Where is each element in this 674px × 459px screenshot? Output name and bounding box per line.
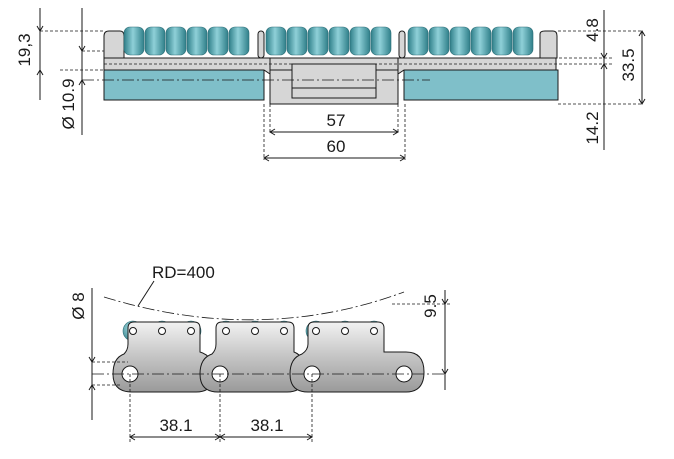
roller	[307, 26, 329, 56]
right-tab	[539, 30, 558, 59]
roller	[186, 26, 208, 56]
pitch-right-label: 38.1	[250, 416, 283, 435]
roller	[123, 26, 145, 56]
fin-left	[257, 30, 265, 59]
roller	[370, 26, 392, 56]
roller-pins	[129, 327, 378, 335]
chain-link-3	[289, 321, 425, 393]
radius-leader	[137, 280, 155, 307]
side-view: RD=400	[69, 263, 450, 442]
roller	[512, 26, 534, 56]
dim-pin-diameter-label: Ø 10.9	[59, 78, 78, 129]
roller	[470, 26, 492, 56]
roller-pin-hole	[251, 327, 259, 335]
radius-arc	[103, 291, 405, 321]
roller	[407, 26, 429, 56]
roller	[328, 26, 350, 56]
roller-pin-hole	[280, 327, 288, 335]
radius-label: RD=400	[152, 263, 215, 282]
roller-pin-hole	[370, 327, 378, 335]
roller	[286, 26, 308, 56]
roller-pin-hole	[187, 327, 195, 335]
roller	[207, 26, 229, 56]
roller-pin-hole	[312, 327, 320, 335]
roller	[265, 26, 287, 56]
left-tab	[103, 30, 125, 59]
pitch-left-label: 38.1	[159, 416, 192, 435]
dim-total-height-label: 33.5	[619, 48, 638, 81]
roller	[165, 26, 187, 56]
dim-roller-diameter-label: Ø 8	[69, 292, 88, 319]
left-base-plate	[103, 69, 265, 101]
top-rollers	[123, 26, 534, 56]
dim-base-height-label: 14.2	[583, 111, 602, 144]
roller	[428, 26, 450, 56]
roller	[449, 26, 471, 56]
dim-inner-width-label: 57	[327, 111, 346, 130]
roller	[349, 26, 371, 56]
roller-pin-hole	[222, 327, 230, 335]
fin-right	[398, 30, 406, 59]
roller-pin-hole	[341, 327, 349, 335]
dim-roller-height-label: 9.5	[421, 294, 440, 318]
roller	[491, 26, 513, 56]
roller	[228, 26, 250, 56]
roller-pin-hole	[158, 327, 166, 335]
pin-block-inner	[291, 63, 377, 99]
top-view: 19,3 Ø 10.9 4.8 33.5 14.2 57 60	[15, 8, 646, 162]
roller-pin-hole	[129, 327, 137, 335]
dim-roller-offset-label: 4.8	[583, 18, 602, 42]
roller	[144, 26, 166, 56]
right-base-plate	[403, 69, 559, 101]
dim-top-height-label: 19,3	[15, 33, 34, 66]
dim-outer-width-label: 60	[327, 137, 346, 156]
